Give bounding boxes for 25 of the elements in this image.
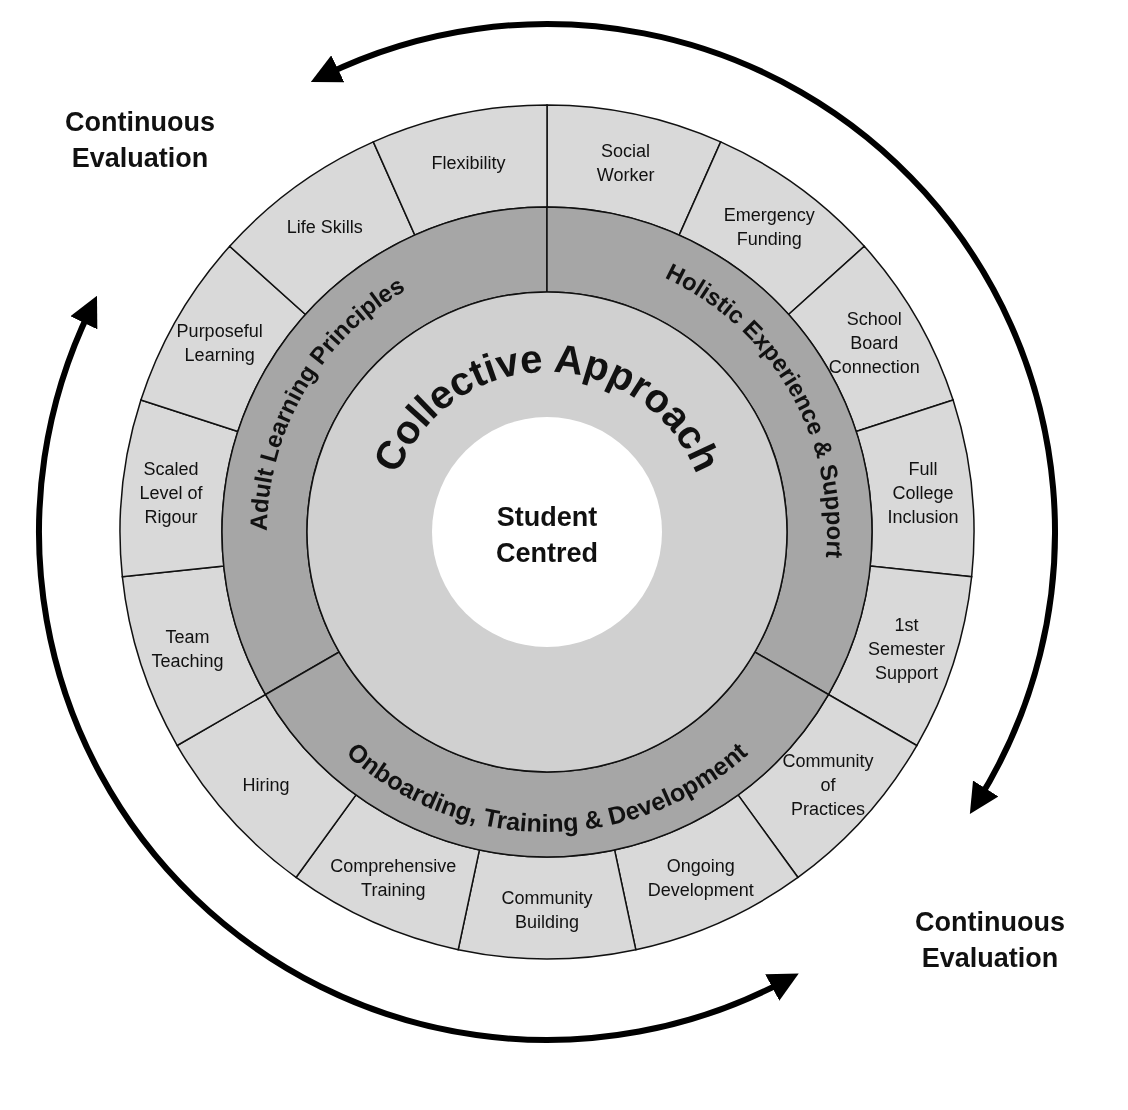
segment-label: School Board Connection — [828, 309, 920, 378]
ring-segment — [457, 849, 637, 960]
ring-segment — [546, 104, 722, 236]
segment-label: Flexibility — [431, 152, 506, 173]
segment-label: Emergency Funding — [723, 204, 815, 249]
cycle-label: Continuous Evaluation — [914, 906, 1066, 975]
segment-label: Ongoing Development — [647, 855, 754, 900]
segment-label: Life Skills — [286, 216, 363, 237]
ring-segment — [855, 399, 975, 578]
segment-label: Full College Inclusion — [887, 458, 959, 527]
segment-label: Scaled Level of Rigour — [139, 458, 203, 527]
segment-label: Social Worker — [596, 140, 655, 185]
segment-label: 1st Semester Support — [868, 615, 945, 684]
segment-label: Comprehensive Training — [330, 855, 457, 900]
ring-segment — [372, 104, 548, 236]
ring-segment — [121, 565, 267, 747]
segment-label: Hiring — [242, 775, 290, 796]
segment-label: Purposeful Learning — [176, 321, 263, 366]
segment-label: Team Teaching — [151, 627, 224, 672]
ring-segment — [827, 565, 973, 747]
segment-label: Community Building — [501, 888, 593, 933]
ring-segment — [119, 399, 239, 578]
cycle-label: Continuous Evaluation — [64, 106, 216, 175]
segment-label: Community of Practices — [782, 751, 874, 820]
center-label: Student Centred — [496, 501, 598, 568]
